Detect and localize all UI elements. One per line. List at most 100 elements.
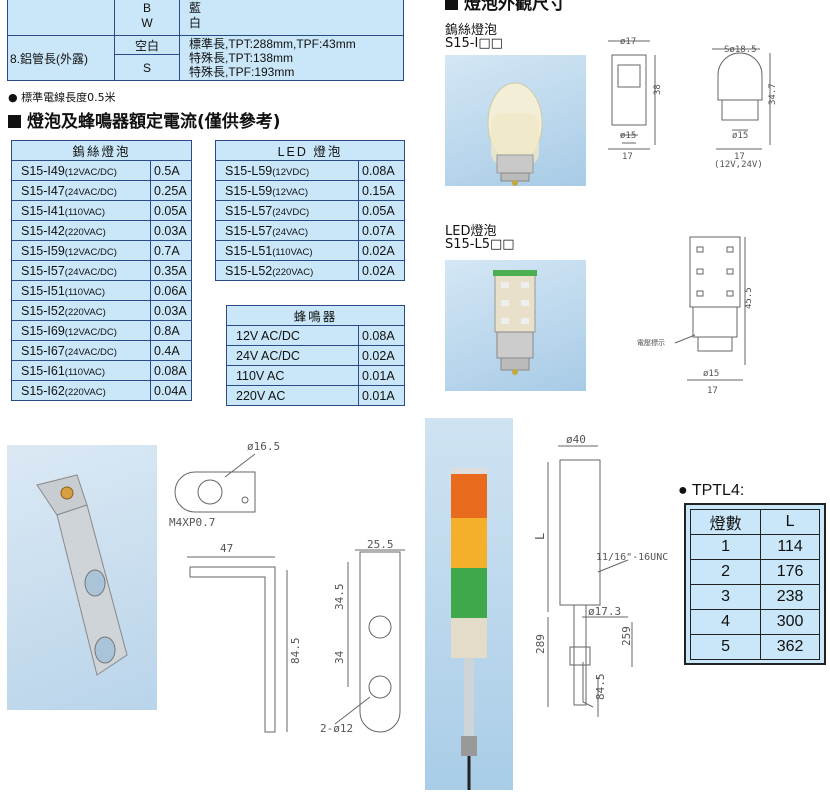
table-row: S15-L52(220VAC)0.02A — [215, 260, 405, 281]
lamp-count-cell: 4 — [689, 609, 762, 635]
current-cell: 0.05A — [150, 200, 192, 221]
model-cell: S15-I67(24VAC/DC) — [11, 340, 151, 361]
bulb1-model: S15-I□□ — [445, 36, 503, 51]
current-cell: 0.8A — [150, 320, 192, 341]
length-cell: 300 — [760, 609, 820, 635]
dim-holes: 2-ø12 — [320, 722, 353, 735]
length-cell: 238 — [760, 584, 820, 610]
model-cell: S15-I62(220VAC) — [11, 380, 151, 401]
dim-47: 47 — [220, 542, 233, 555]
tptl-header-L: L — [760, 509, 820, 535]
dim-m4: M4XP0.7 — [169, 516, 215, 529]
bulb-dimension-header: 燈泡外觀尺寸 — [445, 0, 566, 14]
model-cell: S15-I61(110VAC) — [11, 360, 151, 381]
table-row: S15-I47(24VAC/DC)0.25A — [11, 180, 192, 201]
model-cell: S15-L59(12VDC) — [215, 160, 359, 181]
model-name: S15-L57 — [225, 203, 273, 218]
current-cell: 0.04A — [150, 380, 192, 401]
current-cell: 0.4A — [150, 340, 192, 361]
current-cell: 0.7A — [150, 240, 192, 261]
current-cell: 0.05A — [358, 200, 405, 221]
model-cell: S15-L57(24VDC) — [215, 200, 359, 221]
dim-d15b: ø15 — [732, 131, 748, 141]
spec-cell-colors: 藍 白 — [179, 0, 404, 36]
model-name: S15-L59 — [225, 183, 273, 198]
tungsten-bulb-photo — [445, 55, 586, 186]
model-name: S15-I42 — [21, 223, 65, 238]
dim-289: 289 — [534, 634, 547, 654]
dim-345: 34.5 — [333, 584, 346, 611]
table-row: S15-L59(12VAC)0.15A — [215, 180, 405, 201]
model-cell: S15-L57(24VAC) — [215, 220, 359, 241]
led-table-header: LED 燈泡 — [215, 140, 405, 161]
dim-17c: 17 — [707, 386, 718, 396]
spec-cell-code-b: S — [114, 54, 180, 81]
model-name: S15-I69 — [21, 323, 65, 338]
model-spec: (24VAC/DC) — [64, 186, 117, 198]
length-cell: 114 — [760, 534, 820, 560]
tower-light-image — [451, 468, 487, 790]
model-cell: S15-I41(110VAC) — [11, 200, 151, 221]
voltage-cell: 24V AC/DC — [226, 345, 359, 366]
table-row: S15-I57(24VAC/DC)0.35A — [11, 260, 192, 281]
tungsten-bulb-image — [487, 82, 543, 186]
dim-17b: 17 — [734, 152, 745, 162]
lamp-count-cell: 5 — [689, 634, 762, 660]
table-row: S15-L51(110VAC)0.02A — [215, 240, 405, 261]
model-spec: (24VAC) — [272, 226, 308, 238]
model-cell: S15-I59(12VAC/DC) — [11, 240, 151, 261]
voltage-label: 電壓標示 — [637, 338, 665, 347]
model-cell: S15-L52(220VAC) — [215, 260, 359, 281]
current-cell: 0.03A — [150, 220, 192, 241]
model-spec: (220VAC) — [64, 226, 106, 238]
model-name: S15-I49 — [21, 163, 65, 178]
current-cell: 0.02A — [358, 240, 405, 261]
model-spec: (12VAC/DC) — [64, 166, 117, 178]
model-spec: (24VDC) — [272, 206, 310, 218]
dim-17: 17 — [622, 152, 633, 162]
model-spec: (110VAC) — [64, 206, 106, 218]
voltage-cell: 220V AC — [226, 385, 359, 406]
current-cell: 0.01A — [358, 365, 405, 386]
lamp-count-cell: 1 — [689, 534, 762, 560]
bracket-photo — [7, 445, 157, 710]
current-cell: 0.01A — [358, 385, 405, 406]
model-name: S15-L52 — [225, 263, 273, 278]
section-title: 燈泡及蜂鳴器額定電流(僅供參考) — [8, 107, 281, 132]
table-row: S15-L57(24VDC)0.05A — [215, 200, 405, 221]
model-name: S15-I47 — [21, 183, 65, 198]
tungsten-table-header: 鎢絲燈泡 — [11, 140, 192, 161]
model-name: S15-I57 — [21, 263, 65, 278]
table-row: S15-I49(12VAC/DC)0.5A — [11, 160, 192, 181]
lamp-count-cell: 3 — [689, 584, 762, 610]
model-spec: (220VAC) — [64, 386, 106, 398]
voltage-cell: 110V AC — [226, 365, 359, 386]
model-spec: (12VAC/DC) — [64, 326, 117, 338]
dim-259: 259 — [620, 626, 633, 646]
bulb2-title: LED燈泡 — [445, 224, 497, 239]
model-spec: (220VAC) — [64, 306, 106, 318]
model-name: S15-I41 — [21, 203, 65, 218]
dim-d173: ø17.3 — [588, 605, 621, 618]
spec-table-top: B W 藍 白 8.鋁管長(外露) 空白 標準長,TPT:288mm,TPF:4… — [7, 0, 404, 81]
bulb1-title: 鎢絲燈泡 — [445, 23, 498, 38]
tower-light-drawing: ø40 L 11/16"-16UNC ø17.3 289 259 84.5 — [533, 433, 668, 717]
model-name: S15-I61 — [21, 363, 65, 378]
current-cell: 0.02A — [358, 345, 405, 366]
bracket-image — [36, 474, 128, 676]
dim-d15c: ø15 — [703, 369, 719, 379]
model-name: S15-I59 — [21, 243, 65, 258]
square-bullet-icon — [8, 115, 21, 128]
dim-255: 25.5 — [367, 538, 394, 551]
dim-thread: 11/16"-16UNC — [596, 552, 668, 563]
current-cell: 0.08A — [358, 160, 405, 181]
model-spec: (12VAC) — [272, 186, 308, 198]
model-cell: S15-I47(24VAC/DC) — [11, 180, 151, 201]
